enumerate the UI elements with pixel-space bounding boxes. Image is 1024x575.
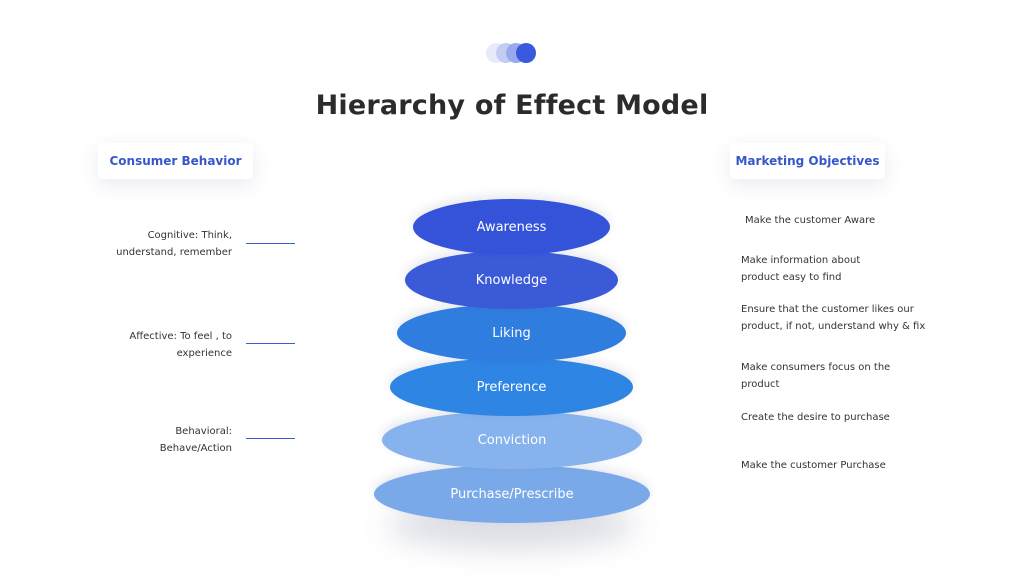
- stage-preference: Preference: [390, 358, 633, 416]
- decorative-dots: [486, 43, 540, 63]
- behavior-connector-line: [246, 343, 295, 344]
- objective-line1: Make the customer Purchase: [741, 460, 886, 471]
- objective-line2: product easy to find: [741, 272, 842, 283]
- objective-liking: Ensure that the customer likes our produ…: [741, 301, 931, 335]
- stage-label: Liking: [492, 325, 531, 341]
- objective-line1: Make the customer Aware: [745, 215, 876, 226]
- behavior-line2: experience: [176, 348, 232, 359]
- objective-awareness: Make the customer Aware: [745, 212, 935, 229]
- stage-awareness: Awareness: [413, 199, 610, 255]
- behavior-line2: Behave/Action: [159, 443, 232, 454]
- objective-preference: Make consumers focus on the product: [741, 359, 931, 393]
- stage-label: Awareness: [476, 219, 547, 235]
- consumer-behavior-header: Consumer Behavior: [98, 143, 253, 179]
- page-title: Hierarchy of Effect Model: [315, 90, 709, 121]
- behavior-line2: understand, remember: [116, 247, 232, 258]
- objective-line1: Make information about: [741, 255, 861, 266]
- stage-conviction: Conviction: [382, 411, 642, 469]
- stage-knowledge: Knowledge: [405, 251, 618, 309]
- behavior-cognitive: Cognitive: Think, understand, remember: [82, 227, 232, 261]
- stage-purchase: Purchase/Prescribe: [374, 465, 650, 523]
- objective-conviction: Create the desire to purchase: [741, 409, 931, 426]
- marketing-objectives-header: Marketing Objectives: [730, 143, 885, 179]
- stage-label: Knowledge: [475, 272, 548, 288]
- stage-label: Preference: [476, 379, 547, 395]
- objective-line1: Make consumers focus on the product: [741, 362, 891, 390]
- behavior-connector-line: [246, 438, 295, 439]
- behavior-behavioral: Behavioral: Behave/Action: [82, 423, 232, 457]
- objective-line1: Ensure that the customer likes our: [741, 304, 914, 315]
- stage-liking: Liking: [397, 304, 626, 362]
- objective-line1: Create the desire to purchase: [741, 412, 890, 423]
- behavior-line1: Cognitive: Think,: [147, 230, 232, 241]
- behavior-affective: Affective: To feel , to experience: [82, 328, 232, 362]
- objective-line2: product, if not, understand why & fix: [741, 321, 926, 332]
- objective-purchase: Make the customer Purchase: [741, 457, 931, 474]
- objective-knowledge: Make information about product easy to f…: [741, 252, 931, 286]
- dot-4: [516, 43, 536, 63]
- stage-label: Conviction: [477, 432, 547, 448]
- behavior-line1: Affective: To feel , to: [129, 331, 232, 342]
- behavior-line1: Behavioral:: [175, 426, 232, 437]
- behavior-connector-line: [246, 243, 295, 244]
- stage-label: Purchase/Prescribe: [450, 486, 574, 502]
